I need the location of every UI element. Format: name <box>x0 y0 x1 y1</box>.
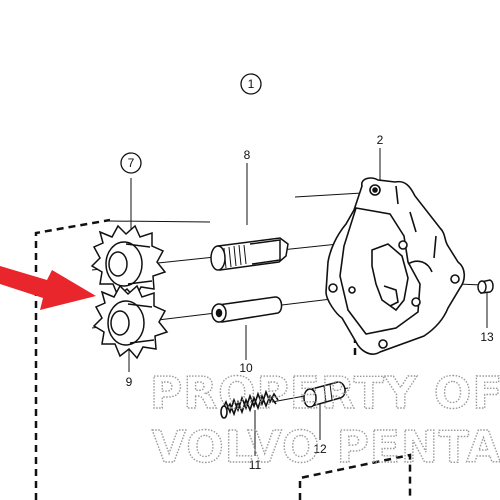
part-number-8: 8 <box>244 148 251 162</box>
gear-lower <box>92 284 169 360</box>
watermark-line-1: PROPERTY OF <box>150 368 500 419</box>
shaft-splined <box>210 237 289 271</box>
pointer-arrow-icon <box>0 266 96 310</box>
part-number-2: 2 <box>377 133 384 147</box>
spring <box>220 389 279 419</box>
part-number-11: 11 <box>249 458 262 472</box>
callout-label: 7 <box>128 156 135 170</box>
watermark: PROPERTY OF VOLVO PENTA <box>149 367 500 473</box>
part-number-10: 10 <box>239 361 253 375</box>
part-number-9: 9 <box>126 375 133 389</box>
callout-circled-gear: 7 <box>120 152 142 174</box>
part-number-12: 12 <box>313 442 327 456</box>
part-number-13: 13 <box>480 330 494 344</box>
callout-label: 1 <box>248 77 255 91</box>
plug <box>477 279 494 294</box>
pump-housing <box>325 177 466 355</box>
callout-circled-main: 1 <box>240 73 262 95</box>
watermark-line-2: VOLVO PENTA <box>152 422 500 473</box>
shaft-plain <box>211 296 283 323</box>
leader-line <box>107 220 211 223</box>
gear-upper <box>90 224 167 300</box>
valve-piston <box>303 381 346 408</box>
